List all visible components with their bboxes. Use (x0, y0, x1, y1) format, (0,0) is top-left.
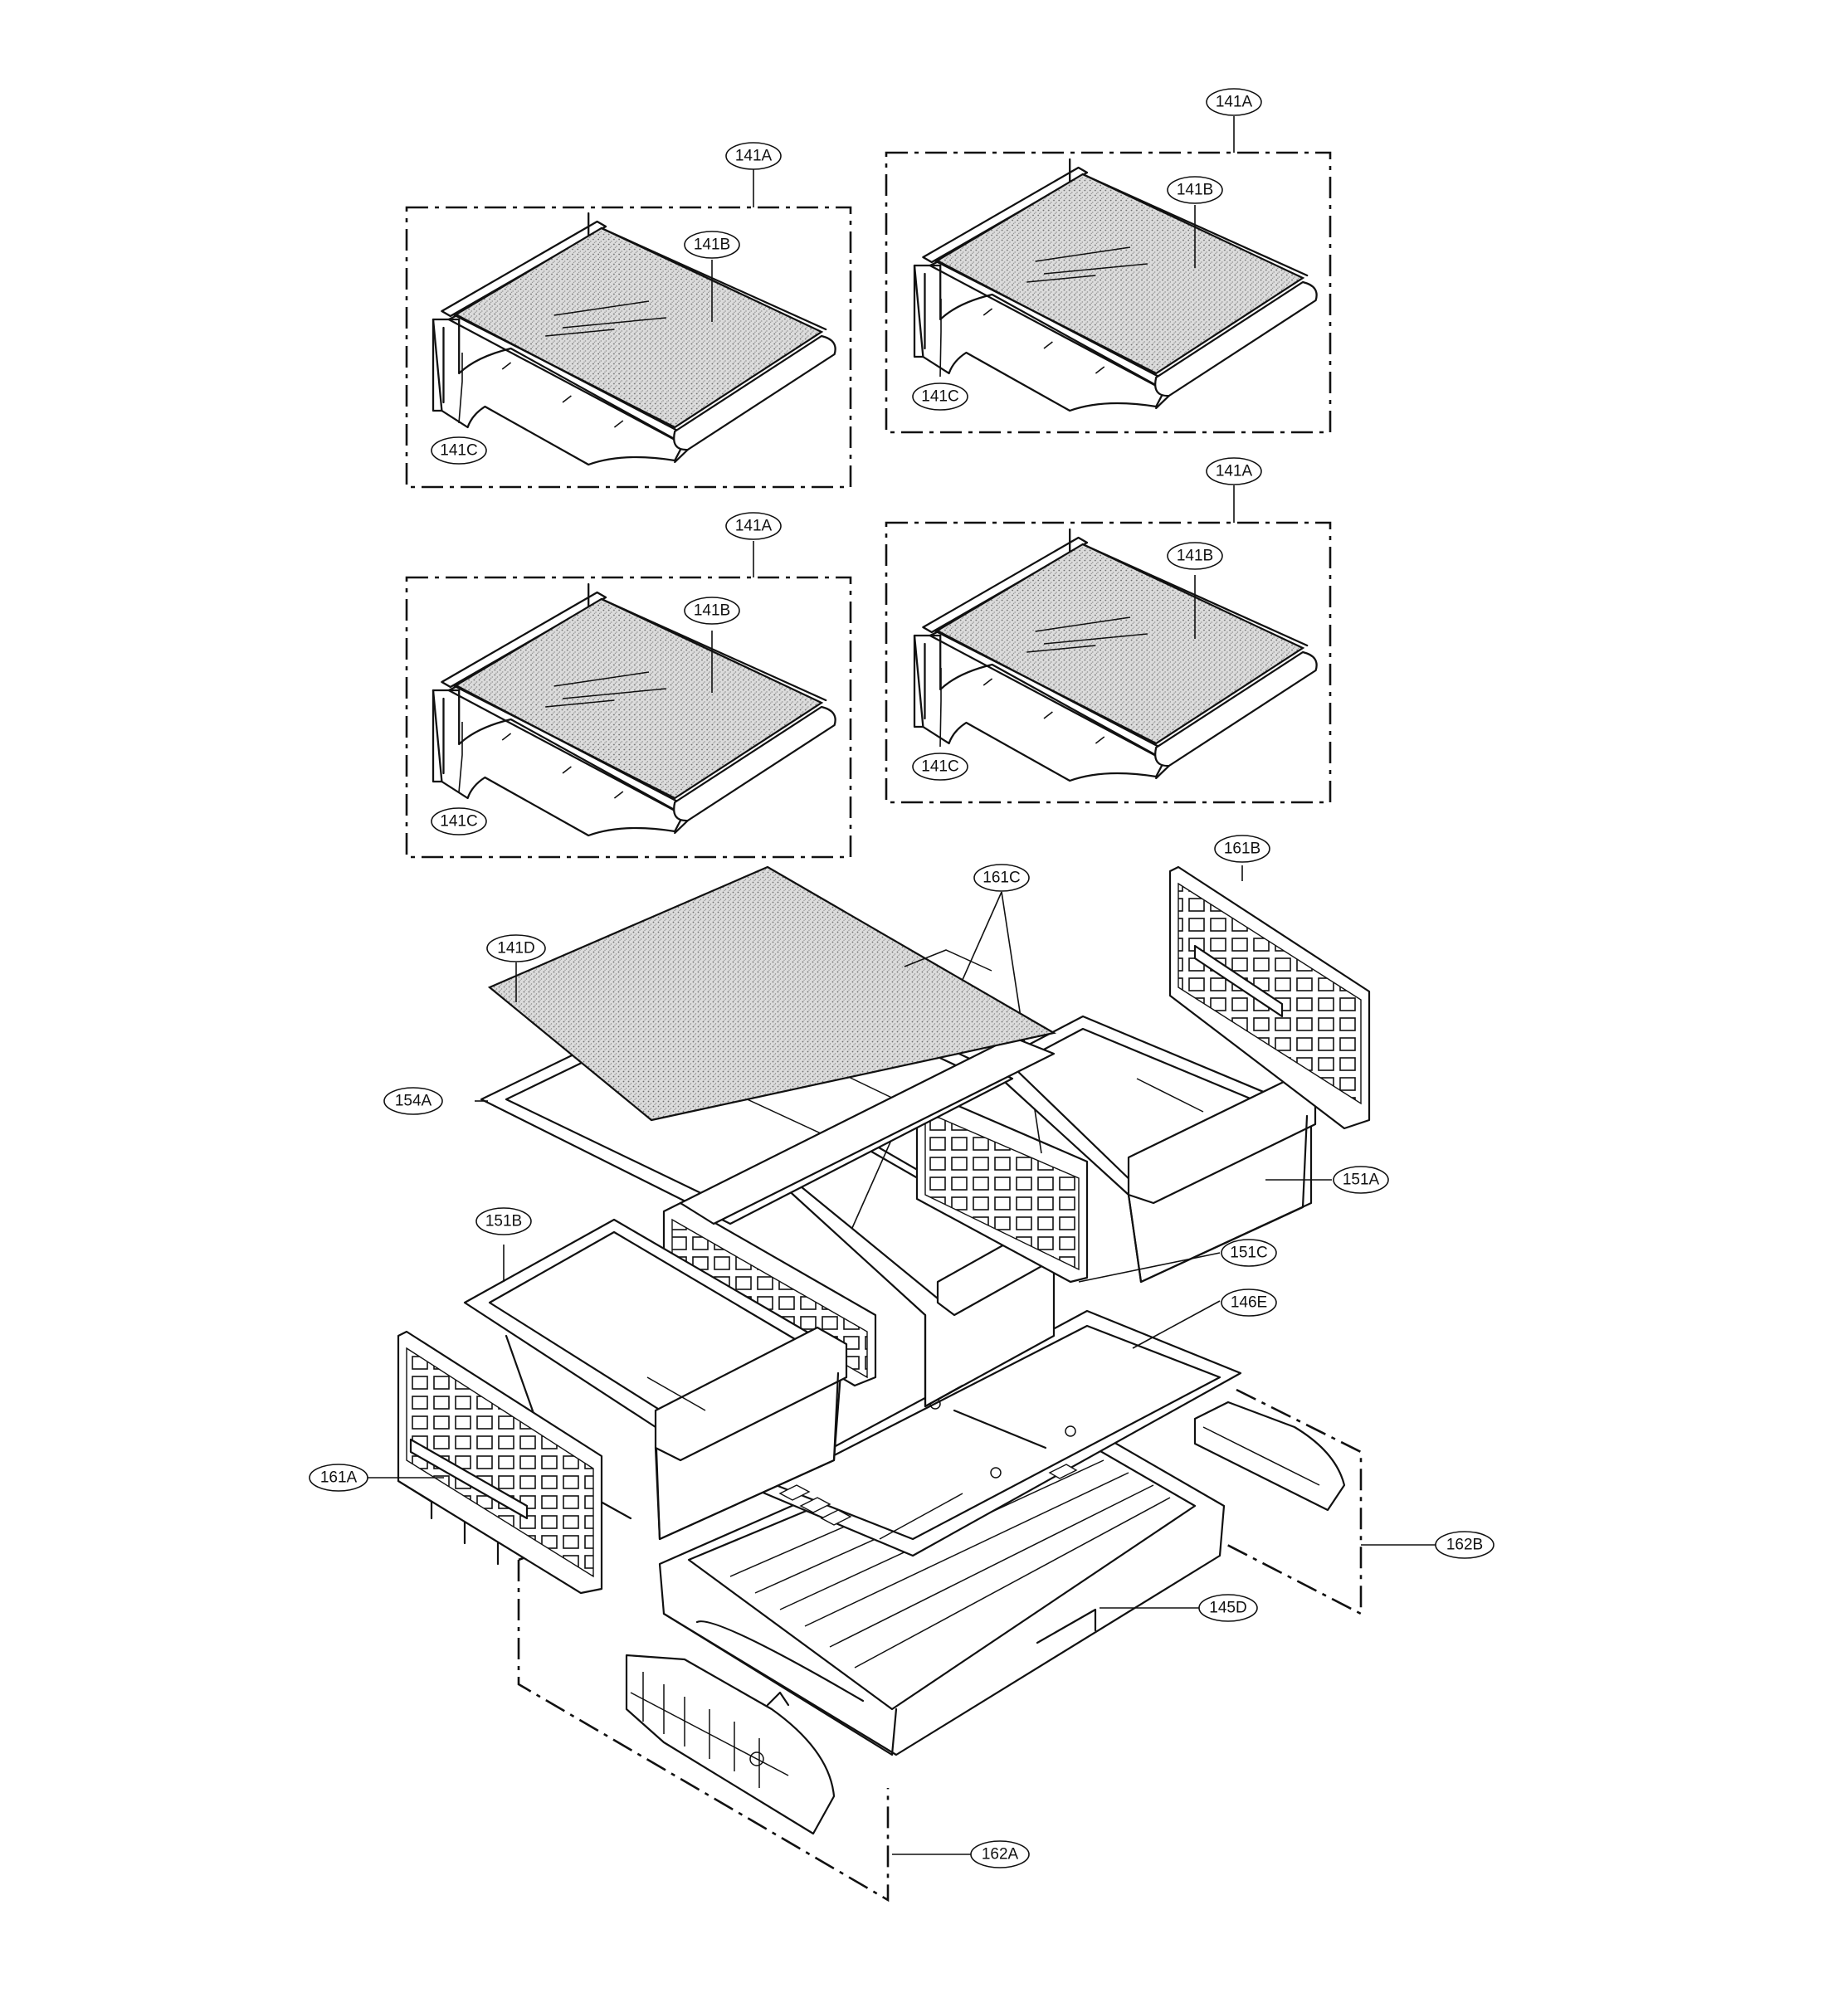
callout-162A: 162A (970, 1840, 1030, 1868)
glass-cover-assembly (475, 865, 1057, 1225)
callout-141C-shelf1: 141C (431, 436, 487, 465)
svg-text:141B: 141B (694, 602, 730, 620)
svg-text:162A: 162A (982, 1846, 1019, 1863)
svg-text:154A: 154A (395, 1093, 432, 1110)
shelf-assembly-4 (885, 485, 1332, 804)
callout-141B-shelf4: 141B (1167, 542, 1223, 570)
svg-text:161A: 161A (320, 1469, 358, 1487)
crisper-b (463, 1218, 848, 1541)
svg-text:141B: 141B (1177, 548, 1213, 565)
callout-141C-shelf4: 141C (912, 753, 968, 781)
shelf-assembly-2 (885, 116, 1332, 434)
callout-154A: 154A (383, 1087, 443, 1115)
callout-141C-shelf3: 141C (431, 807, 487, 835)
callout-161A: 161A (309, 1464, 368, 1492)
callout-161B: 161B (1214, 835, 1270, 863)
callout-141A-shelf1: 141A (725, 142, 782, 170)
svg-text:141C: 141C (440, 442, 477, 460)
svg-text:151A: 151A (1343, 1172, 1380, 1189)
callout-141A-shelf2: 141A (1206, 88, 1262, 116)
side-panel-a (368, 1330, 603, 1595)
crisper-a (986, 1015, 1332, 1284)
svg-text:145D: 145D (1209, 1600, 1246, 1617)
svg-text:146E: 146E (1231, 1294, 1267, 1312)
callout-141D: 141D (486, 934, 546, 962)
svg-text:141B: 141B (1177, 182, 1213, 199)
shelf-assembly-3 (405, 541, 852, 859)
svg-text:161B: 161B (1224, 840, 1260, 858)
callout-141B-shelf2: 141B (1167, 176, 1223, 204)
svg-text:162B: 162B (1446, 1537, 1483, 1554)
rail-assembly-b (1193, 1388, 1436, 1616)
side-panel-b (1168, 865, 1371, 1130)
callout-141B-shelf1: 141B (684, 231, 740, 259)
callout-161C: 161C (973, 864, 1030, 892)
callout-141A-shelf4: 141A (1206, 457, 1262, 485)
svg-text:141A: 141A (1216, 463, 1253, 480)
callout-146E: 146E (1221, 1289, 1277, 1317)
callout-141B-shelf3: 141B (684, 597, 740, 625)
svg-text:141B: 141B (694, 236, 730, 254)
callout-162B: 162B (1435, 1531, 1494, 1559)
callout-151B: 151B (475, 1207, 532, 1235)
shelf-assembly-1 (405, 169, 852, 489)
callout-141C-shelf2: 141C (912, 382, 968, 411)
svg-text:141A: 141A (1216, 94, 1253, 111)
svg-text:141A: 141A (735, 518, 773, 535)
callout-151A: 151A (1333, 1166, 1389, 1194)
svg-text:141C: 141C (440, 813, 477, 831)
svg-text:141C: 141C (921, 388, 958, 406)
svg-text:151B: 151B (485, 1213, 522, 1230)
svg-text:161C: 161C (983, 870, 1020, 887)
svg-text:141C: 141C (921, 758, 958, 776)
svg-text:141A: 141A (735, 148, 773, 165)
callout-151C: 151C (1221, 1239, 1277, 1267)
svg-text:151C: 151C (1230, 1245, 1267, 1262)
callout-145D: 145D (1198, 1594, 1258, 1622)
svg-text:141D: 141D (497, 940, 534, 957)
callout-141A-shelf3: 141A (725, 512, 782, 540)
